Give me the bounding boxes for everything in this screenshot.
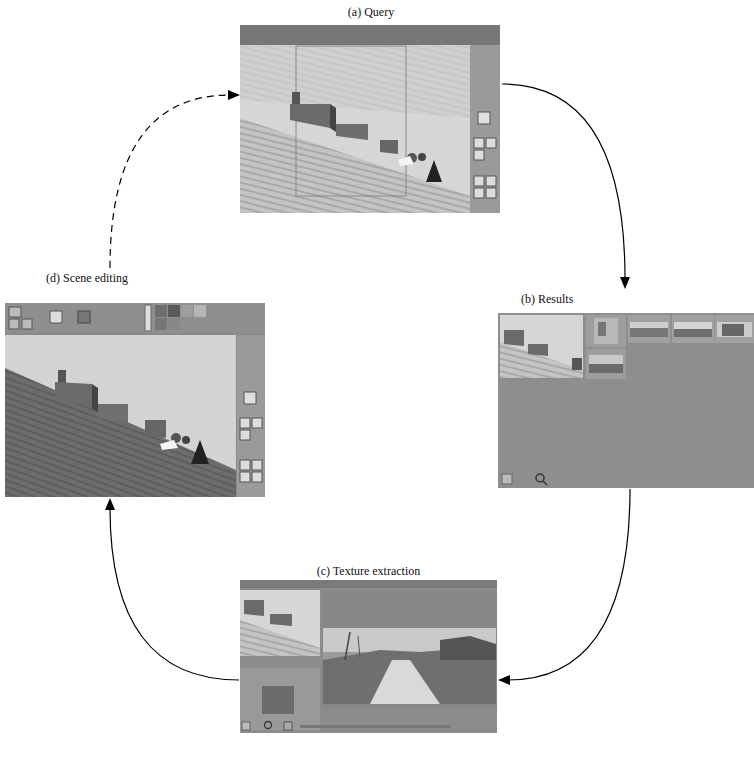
scene-editing-screenshot	[5, 303, 265, 497]
cycle-arrow	[498, 489, 630, 685]
query-screenshot	[240, 25, 500, 213]
arrowhead	[228, 90, 240, 100]
cycle-line	[110, 508, 239, 680]
panel-caption: (c) Texture extraction	[317, 563, 421, 579]
arrowhead	[105, 498, 115, 510]
screenshot-panel: (d) Scene editing	[4, 268, 266, 498]
cycle-line	[508, 489, 630, 680]
texture-screenshot	[240, 580, 497, 733]
screenshot-panel: (b) Results	[497, 289, 754, 489]
results-screenshot	[498, 313, 754, 488]
arrowhead	[498, 675, 510, 685]
panel-caption: (b) Results	[521, 291, 573, 307]
arrowhead	[620, 277, 630, 289]
panel-caption: (d) Scene editing	[46, 270, 128, 286]
cycle-line	[502, 84, 625, 279]
cycle-line	[110, 95, 230, 268]
panel-caption: (a) Query	[348, 4, 394, 20]
cycle-arrow	[502, 84, 630, 289]
screenshot-panel: (a) Query	[240, 2, 502, 214]
cycle-arrow	[110, 90, 240, 268]
cycle-arrow	[105, 498, 239, 680]
screenshot-panel: (c) Texture extraction	[239, 561, 498, 734]
